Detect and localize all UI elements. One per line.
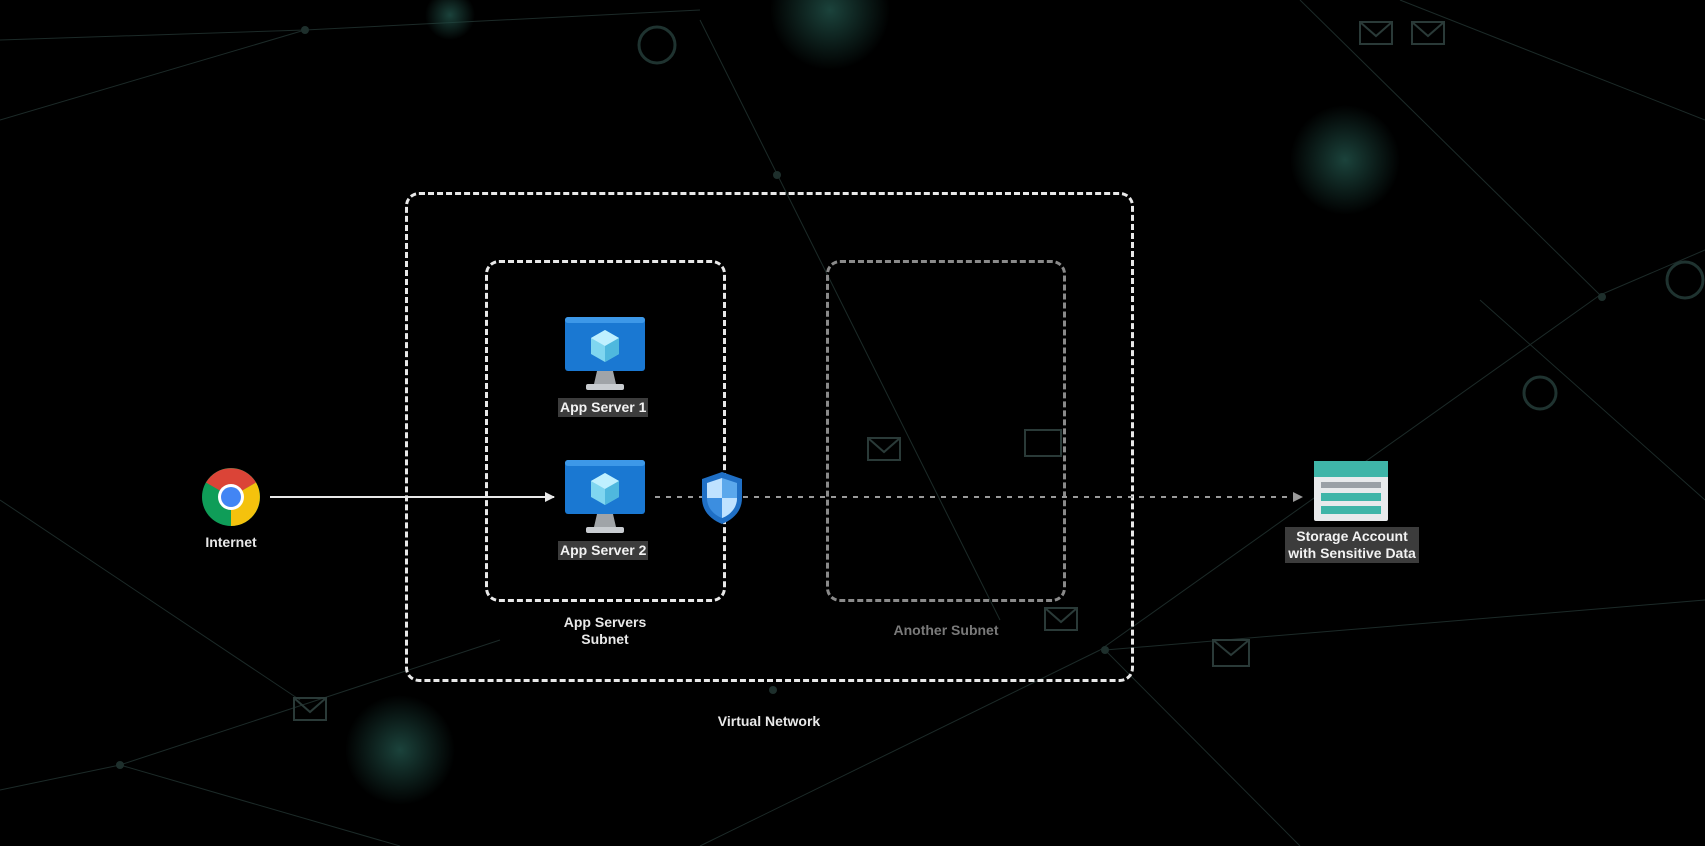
internet-label: Internet [205, 534, 257, 550]
app-servers-subnet-boundary [485, 260, 726, 602]
app-servers-subnet-label-line-1: App Servers [563, 614, 647, 630]
virtual-network-label: Virtual Network [717, 713, 821, 729]
storage-account-label: Storage Account with Sensitive Data [1285, 527, 1419, 563]
virtual-machine-icon [565, 317, 645, 390]
storage-label-line-2: with Sensitive Data [1288, 545, 1416, 561]
shield-icon [702, 472, 742, 524]
app-server-2-label: App Server 2 [558, 541, 649, 560]
storage-label-line-1: Storage Account [1296, 528, 1408, 544]
virtual-machine-icon [565, 460, 645, 533]
app-servers-subnet-label: App Servers Subnet [545, 614, 665, 648]
chrome-browser-icon [202, 468, 260, 526]
app-server-1-label: App Server 1 [558, 398, 649, 417]
app-servers-subnet-label-line-2: Subnet [581, 631, 629, 647]
another-subnet-label: Another Subnet [893, 622, 999, 638]
another-subnet-boundary [826, 260, 1066, 602]
storage-account-icon [1314, 461, 1388, 521]
virtual-network-boundary [405, 192, 1134, 682]
